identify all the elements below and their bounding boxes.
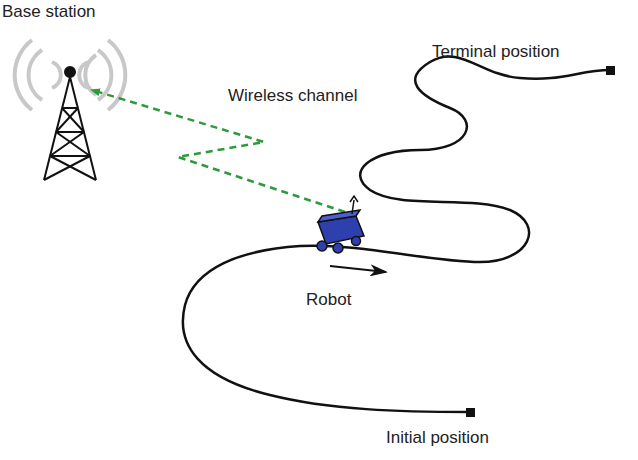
terminal-marker: [606, 66, 615, 75]
robot-trajectory: [183, 56, 610, 412]
terminal-label: Terminal position: [432, 42, 560, 62]
robot-icon: [317, 196, 364, 253]
wireless-link: [92, 90, 345, 212]
robot-label: Robot: [306, 290, 351, 310]
signal-waves: [15, 40, 126, 110]
channel-label: Wireless channel: [228, 86, 357, 106]
motion-arrow: [330, 266, 386, 272]
base-station-tower: [44, 67, 96, 180]
initial-marker: [466, 408, 475, 417]
station-label: Base station: [2, 2, 96, 22]
initial-label: Initial position: [386, 428, 489, 448]
